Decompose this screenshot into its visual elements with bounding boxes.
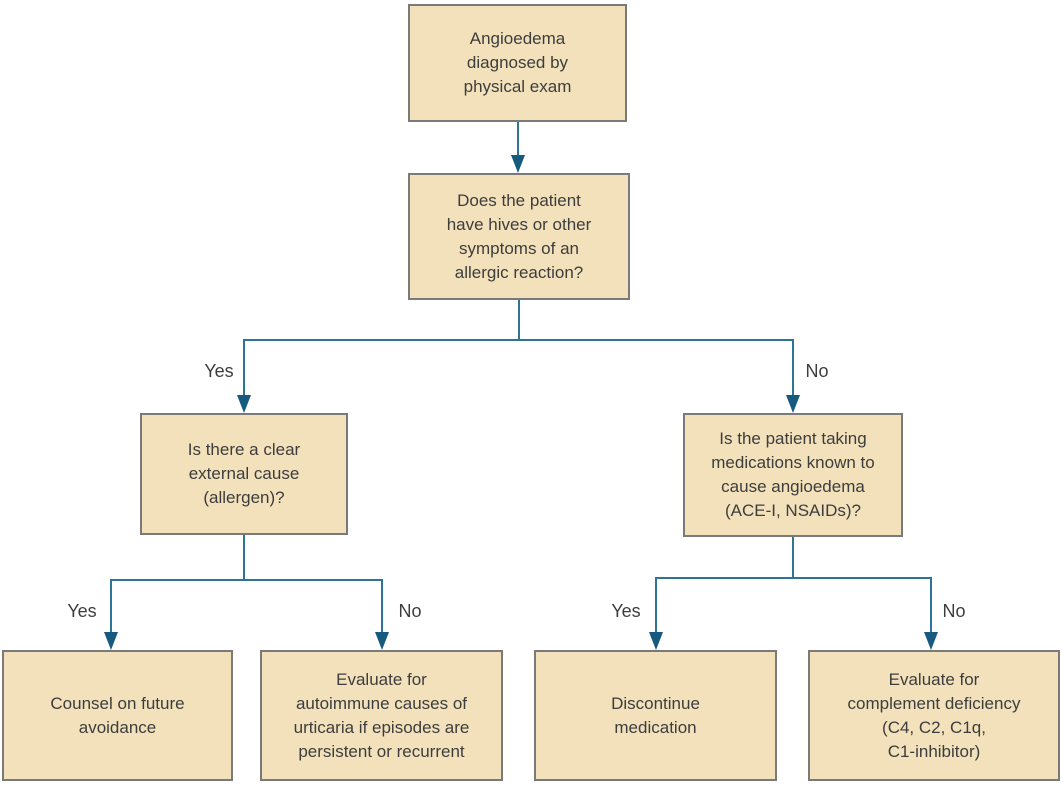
edge-hives-split	[243, 300, 794, 397]
node-text-line: physical exam	[463, 77, 572, 96]
arrowhead-hives	[511, 155, 525, 173]
arrowhead-autoimmune	[375, 632, 389, 650]
node-start: Angioedema diagnosed by physical exam	[408, 4, 627, 122]
arrowhead-complement	[924, 632, 938, 650]
node-text-line: autoimmune causes of	[295, 693, 468, 713]
node-text-line: (C4, C2, C1q,	[882, 717, 986, 737]
arrowhead-counsel	[104, 632, 118, 650]
node-counsel-avoidance: Counsel on future avoidance	[2, 650, 233, 781]
node-text-line: medication	[614, 717, 697, 737]
node-medications-question: Is the patient taking medications known …	[683, 413, 903, 537]
node-hives-question: Does the patient have hives or other sym…	[408, 173, 630, 300]
node-text-line: Does the patient	[457, 190, 581, 210]
edge-external-split	[110, 535, 383, 634]
arrowhead-medications	[786, 395, 800, 413]
node-text-line: external cause	[188, 464, 300, 483]
node-text-line: cause angioedema	[721, 477, 865, 496]
node-discontinue-medication: Discontinue medication	[534, 650, 777, 781]
edge-label-meds-no: No	[942, 601, 966, 621]
edge-label-external-no: No	[398, 601, 422, 621]
node-text-line: have hives or other	[446, 214, 592, 234]
node-text-line: (ACE-I, NSAIDs)?	[724, 501, 862, 520]
node-text-line: avoidance	[78, 717, 157, 737]
node-text-line: C1-inhibitor)	[887, 741, 981, 761]
node-text-line: (allergen)?	[203, 488, 285, 507]
node-text-line: persistent or recurrent	[298, 741, 465, 761]
arrowhead-external-cause	[237, 395, 251, 413]
edge-medications-split	[655, 537, 932, 634]
node-external-cause-question: Is there a clear external cause (allerge…	[140, 413, 348, 535]
node-text-line: Counsel on future	[50, 693, 185, 713]
edge-label-external-yes: Yes	[67, 601, 97, 621]
node-text-line: Is the patient taking	[719, 429, 867, 448]
node-text-line: Evaluate for	[336, 669, 427, 689]
node-text-line: Angioedema	[469, 29, 566, 48]
node-text-line: diagnosed by	[466, 53, 569, 72]
edge-label-hives-yes: Yes	[204, 361, 234, 381]
node-text-line: medications known to	[711, 453, 875, 472]
edge-label-hives-no: No	[805, 361, 829, 381]
node-text-line: Is there a clear	[187, 440, 301, 459]
node-text-line: Discontinue	[611, 693, 700, 713]
node-text-line: symptoms of an	[459, 238, 579, 258]
node-autoimmune-evaluation: Evaluate for autoimmune causes of urtica…	[260, 650, 503, 781]
edge-label-meds-yes: Yes	[611, 601, 641, 621]
arrowhead-discontinue	[649, 632, 663, 650]
node-text-line: Evaluate for	[888, 669, 980, 689]
node-complement-evaluation: Evaluate for complement deficiency (C4, …	[808, 650, 1060, 781]
node-text-line: urticaria if episodes are	[293, 717, 470, 737]
node-text-line: complement deficiency	[847, 693, 1021, 713]
node-text-line: allergic reaction?	[454, 262, 584, 282]
